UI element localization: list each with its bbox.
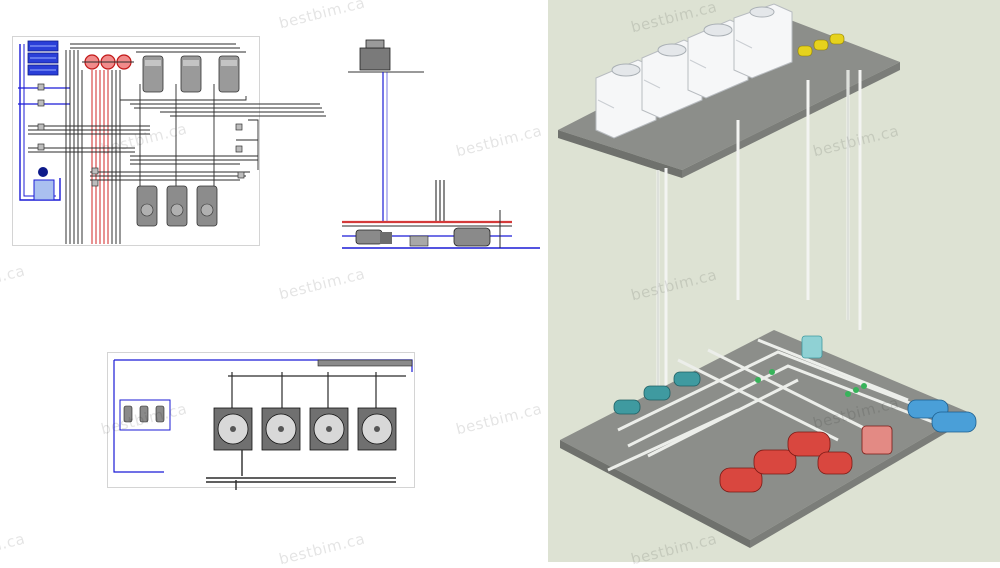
section-view-drawing: [342, 39, 540, 249]
plan-view-drawing: [18, 40, 326, 244]
heat-exchanger-icon: [33, 179, 55, 201]
valve-set-icon: [37, 83, 245, 187]
pump-blue-icon: [38, 167, 48, 177]
drawings-pane: bestbim.ca bestbim.ca bestbim.ca bestbim…: [0, 0, 544, 568]
cooling-tower-cell-row-icon: [213, 407, 397, 451]
roof-plan-drawing: [113, 359, 413, 490]
condenser-pump-row-icon: [82, 54, 134, 70]
storage-tank-3d-icon: [907, 399, 977, 433]
pipe-network-icon: [607, 338, 939, 472]
chiller-row-bottom-icon: [136, 185, 218, 227]
expansion-tank-stack-icon: [27, 40, 59, 76]
cooling-tower-3d-icon: [595, 3, 793, 139]
chiller-row-top-icon: [142, 55, 240, 93]
mechanical-room-slab-icon: [560, 330, 968, 548]
boiler-3d-icon: [719, 425, 893, 493]
render-3d-pane: bestbim.ca bestbim.ca bestbim.ca bestbim…: [548, 0, 1000, 568]
valve-3d-icon: [755, 369, 867, 397]
chiller-elevation-icon: [355, 227, 491, 247]
chilled-water-pump-3d-icon: [613, 335, 823, 415]
drawings-canvas: [18, 39, 540, 490]
cooling-tower-elevation-icon: [348, 39, 424, 73]
chemical-tank-3d-icon: [797, 33, 845, 57]
chemical-tank-row-icon: [123, 405, 165, 423]
render-3d-canvas: [558, 3, 977, 548]
